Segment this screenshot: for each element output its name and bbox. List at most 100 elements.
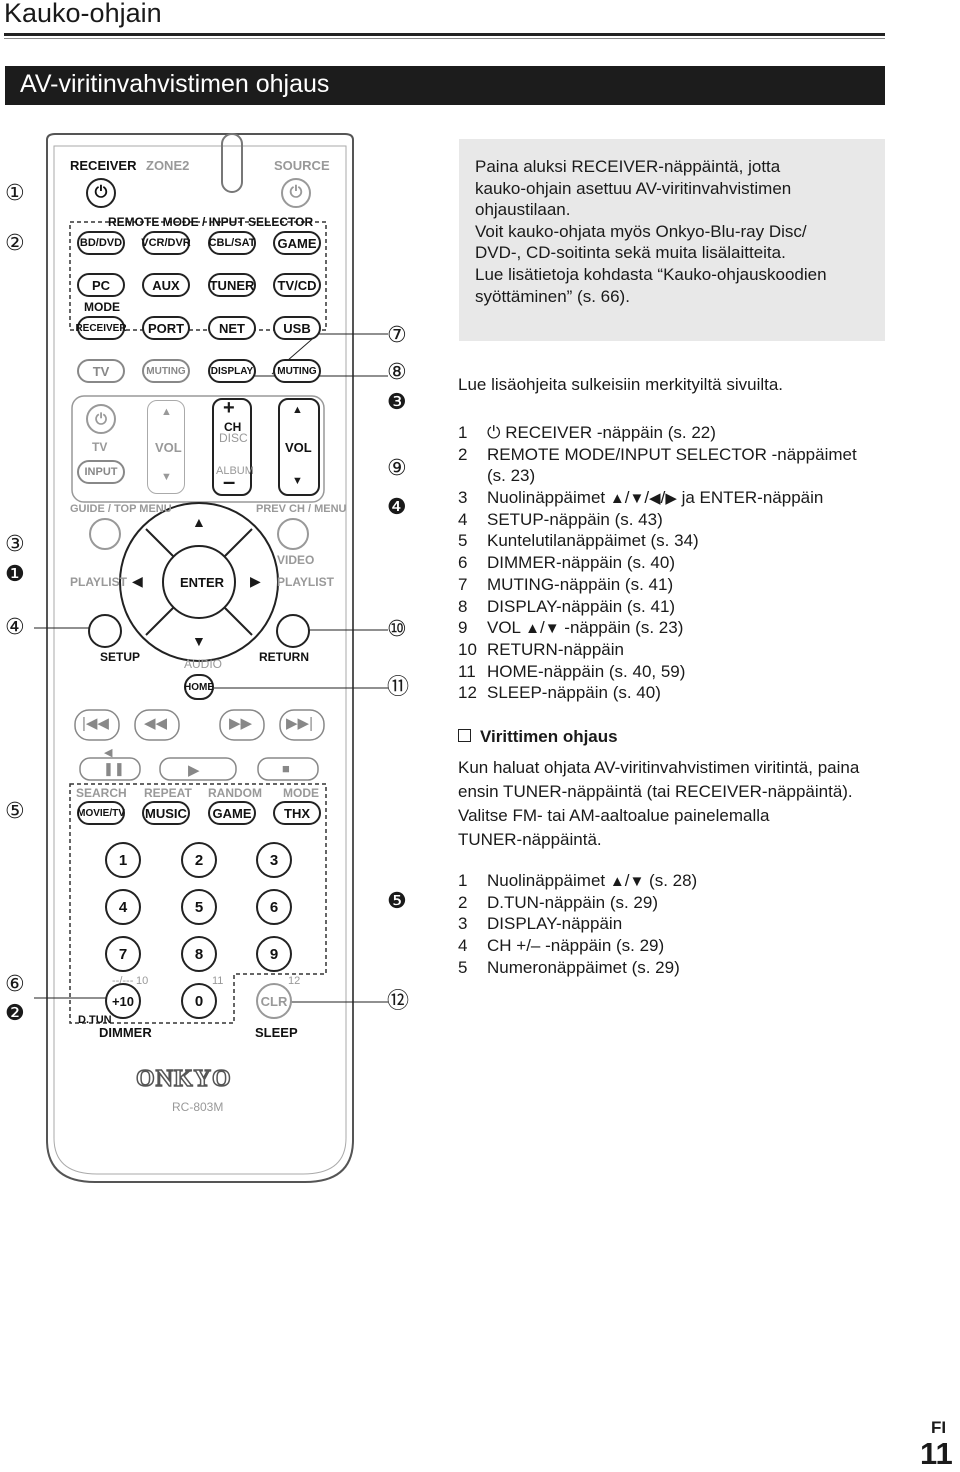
vol-rocker[interactable]	[278, 398, 320, 496]
net-button[interactable]: NET	[208, 316, 256, 340]
receiver-label: RECEIVER	[70, 158, 137, 173]
arrow-down-icon: ▼	[629, 873, 645, 890]
port-button[interactable]: PORT	[142, 316, 190, 340]
callout-2: ②	[5, 231, 25, 256]
guide-button[interactable]	[89, 518, 121, 550]
tuner-paragraph: Kun haluat ohjata AV-viritinvahvistimen …	[458, 758, 860, 849]
plus10-button[interactable]: +10	[105, 983, 141, 1019]
list-item: 1 Nuolinäppäimet ▲/▼ (s. 28)	[458, 871, 698, 890]
digit-6-button[interactable]: 6	[256, 889, 292, 925]
tv-label: TV	[92, 440, 108, 454]
home-button[interactable]: HOME	[184, 674, 214, 700]
play-icon: ▶	[188, 762, 200, 779]
list-item: 6 DIMMER-näppäin (s. 40)	[458, 553, 676, 573]
display-button[interactable]: DISPLAY	[208, 359, 256, 383]
bd-dvd-button[interactable]: BD/DVD	[77, 231, 125, 255]
skip-back-icon: |◀◀	[82, 715, 109, 732]
dimmer-label: DIMMER	[99, 1025, 152, 1040]
digit-8-button[interactable]: 8	[181, 936, 217, 972]
list-item: 5 Kuntelutilanäppäimet (s. 34)	[458, 531, 699, 551]
callout-8: ⑧	[387, 360, 407, 385]
enter-button[interactable]: ENTER	[180, 575, 225, 590]
prev-ch-button[interactable]	[277, 518, 309, 550]
sleep-label: SLEEP	[255, 1025, 298, 1040]
digit-0-button[interactable]: 0	[181, 983, 217, 1019]
tv-power-button[interactable]: ⏻	[86, 404, 116, 434]
digit-9-button[interactable]: 9	[256, 936, 292, 972]
list-item: 11 HOME-näppäin (s. 40, 59)	[458, 661, 686, 681]
digit-1-button[interactable]: 1	[105, 842, 141, 878]
ch-rocker[interactable]	[212, 398, 252, 496]
note-line: syöttäminen” (s. 66).	[475, 286, 630, 306]
return-button[interactable]	[276, 614, 310, 648]
tuner-heading: Virittimen ohjaus	[458, 727, 618, 747]
source-label: SOURCE	[274, 158, 330, 173]
game-mode-button[interactable]: GAME	[208, 801, 256, 825]
checkbox-square-icon	[458, 729, 471, 742]
tv-vol-label: VOL	[155, 440, 182, 455]
receiver-mode-button[interactable]: RECEIVER	[75, 316, 127, 340]
list-item: 3 Nuolinäppäimet ▲/▼/◀/▶ ja ENTER-näppäi…	[458, 488, 824, 508]
tuner-button[interactable]: TUNER	[208, 273, 256, 297]
aux-button[interactable]: AUX	[142, 273, 190, 297]
tv-input-button[interactable]: INPUT	[77, 460, 125, 484]
dpad-left-button[interactable]: ◀	[132, 573, 143, 589]
digit-2-button[interactable]: 2	[181, 842, 217, 878]
eleven-label: 11	[212, 975, 224, 987]
dpad-up-button[interactable]: ▲	[192, 514, 206, 530]
mode-label: MODE	[84, 300, 120, 314]
list-item: 12 SLEEP-näppäin (s. 40)	[458, 683, 661, 703]
source-power-button[interactable]: ⏻	[281, 178, 311, 208]
note-line: Paina aluksi RECEIVER-näppäintä, jotta	[475, 157, 781, 176]
list-item: 4 SETUP-näppäin (s. 43)	[458, 509, 663, 529]
ten-label: 10	[136, 975, 149, 987]
power-icon: ⏻	[95, 410, 107, 428]
callout-1: ①	[5, 181, 25, 206]
thx-button[interactable]: THX	[273, 801, 321, 825]
note-line: Voit kauko-ohjata myös Onkyo-Blu-ray Dis…	[475, 221, 807, 241]
note-box	[459, 139, 885, 341]
list-item: 2 D.TUN-näppäin (s. 29)	[458, 892, 659, 912]
muting-button[interactable]: MUTING	[273, 359, 321, 383]
setup-button[interactable]	[88, 614, 122, 648]
power-icon: ⏻	[94, 184, 108, 201]
model-label: RC-803M	[172, 1100, 224, 1114]
tv-vol-rocker[interactable]	[147, 400, 185, 494]
callout-4: ④	[5, 615, 25, 640]
vol-up-icon: ▲	[292, 404, 303, 416]
digit-7-button[interactable]: 7	[105, 936, 141, 972]
callout-9: ⑨	[387, 456, 407, 481]
dpad-right-button[interactable]: ▶	[250, 573, 261, 589]
list-item: 2 REMOTE MODE/INPUT SELECTOR -näppäimet	[458, 444, 857, 464]
dpad-down-button[interactable]: ▼	[192, 633, 206, 649]
list-item: 7 MUTING-näppäin (s. 41)	[458, 574, 674, 594]
section-banner	[5, 66, 885, 105]
movie-tv-button[interactable]: MOVIE/TV	[77, 801, 125, 825]
receiver-power-button[interactable]: ⏻	[86, 178, 116, 208]
usb-button[interactable]: USB	[273, 316, 321, 340]
vol-label: VOL	[285, 440, 312, 455]
ch-minus: –	[223, 469, 236, 494]
game-button[interactable]: GAME	[273, 231, 321, 255]
note-line: Lue lisätietoja kohdasta “Kauko-ohjausko…	[475, 264, 827, 284]
music-button[interactable]: MUSIC	[142, 801, 190, 825]
tv-button[interactable]: TV	[77, 359, 125, 383]
digit-4-button[interactable]: 4	[105, 889, 141, 925]
note-line: DVD-, CD-soitinta sekä muita lisälaittei…	[475, 243, 786, 263]
receiver-key-list: 1 ⏻ RECEIVER -näppäin (s. 22) 2 REMOTE M…	[458, 423, 918, 705]
clr-button[interactable]: CLR	[256, 983, 292, 1019]
callout-tuner-2: ❷	[5, 1001, 25, 1026]
tv-muting-button[interactable]: MUTING	[142, 359, 190, 383]
tv-cd-button[interactable]: TV/CD	[273, 273, 321, 297]
callout-3: ③	[5, 532, 25, 557]
brand-logo: ONKYO	[135, 1065, 232, 1093]
cbl-sat-button[interactable]: CBL/SAT	[208, 231, 256, 255]
arrow-up-icon: ▲	[609, 873, 625, 890]
vcr-dvr-button[interactable]: VCR/DVR	[141, 231, 191, 255]
title-rule-thin	[4, 38, 885, 39]
note-line: kauko-ohjain asettuu AV-viritinvahvistim…	[475, 178, 792, 198]
footer-language: FI	[931, 1418, 947, 1437]
digit-3-button[interactable]: 3	[256, 842, 292, 878]
pc-button[interactable]: PC	[77, 273, 125, 297]
digit-5-button[interactable]: 5	[181, 889, 217, 925]
